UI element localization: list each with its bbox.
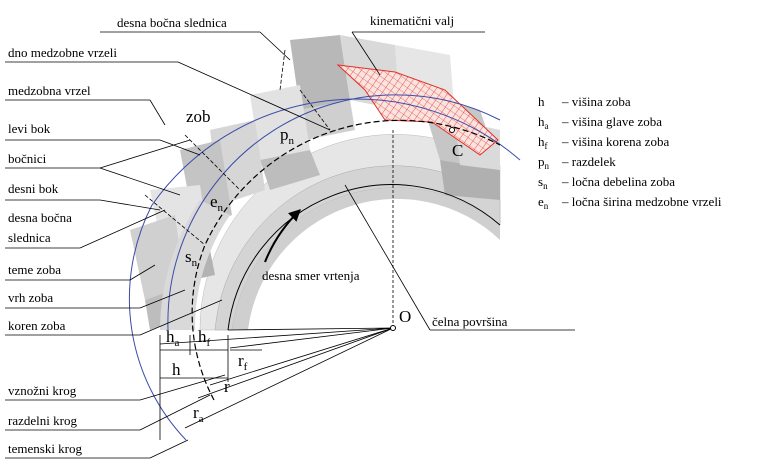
label-levi-bok: levi bok: [8, 121, 51, 136]
symbol-sn: sn: [185, 247, 198, 269]
symbol-ra: ra: [193, 403, 204, 425]
dimension-lines: [159, 335, 262, 440]
label-vrh-zoba: vrh zoba: [8, 290, 53, 305]
legend-symbol: h: [538, 94, 545, 109]
symbol-en: en: [210, 192, 224, 214]
point-c: [449, 127, 455, 133]
symbol-o: O: [399, 307, 411, 326]
kinematic-cylinder-hatch: [336, 64, 499, 156]
legend-text: – ločna širina medzobne vrzeli: [561, 194, 722, 209]
label-bocnici: bočnici: [8, 151, 47, 166]
label-desna-smer-vrtenja: desna smer vrtenja: [262, 268, 360, 283]
label-desna-bocna-slednica-top: desna bočna slednica: [117, 15, 227, 30]
tooth-outlines: [144, 49, 331, 246]
label-desna-bocna-1: desna bočna: [8, 210, 72, 225]
circles: [128, 94, 521, 441]
label-razdelni-krog: razdelni krog: [8, 413, 77, 428]
legend-text: – razdelek: [561, 154, 616, 169]
pitch-circle: [191, 119, 501, 401]
legend-symbol: hf: [538, 134, 548, 151]
label-temenski-krog: temenski krog: [8, 441, 83, 456]
label-desna-bocna-2: slednica: [8, 230, 51, 245]
symbol-h: h: [172, 360, 181, 379]
label-dno-medzobne-vrzeli: dno medzobne vrzeli: [8, 45, 117, 60]
legend-text: – ločna debelina zoba: [561, 174, 675, 189]
legend-symbol: pn: [538, 154, 550, 171]
legend-symbol: sn: [538, 174, 548, 191]
label-zob: zob: [186, 107, 211, 126]
label-teme-zoba: teme zoba: [8, 262, 61, 277]
radius-lines: [159, 130, 394, 429]
symbol-ha: ha: [166, 327, 180, 349]
legend: h – višina zoba ha – višina glave zoba hf – v…: [538, 94, 722, 211]
symbol-pn: pn: [280, 125, 295, 147]
label-vznozni-krog: vznožni krog: [8, 383, 77, 398]
legend-text: – višina glave zoba: [561, 114, 662, 129]
legend-symbol: en: [538, 194, 549, 211]
legend-text: – višina zoba: [561, 94, 631, 109]
label-kinematicni-valj: kinematični valj: [370, 13, 454, 28]
leader-lines: [5, 31, 575, 459]
legend-text: – višina korena zoba: [561, 134, 669, 149]
label-celna-povrsina: čelna površina: [432, 314, 508, 329]
label-koren-zoba: koren zoba: [8, 318, 66, 333]
rotation-arrow: [264, 209, 301, 263]
label-desni-bok: desni bok: [8, 181, 59, 196]
symbol-hf: hf: [198, 327, 211, 349]
label-medzobna-vrzel: medzobna vrzel: [8, 83, 91, 98]
root-circle: [227, 184, 501, 331]
symbol-rf: rf: [238, 351, 248, 373]
symbol-c: C: [452, 141, 463, 160]
legend-symbol: ha: [538, 114, 549, 131]
symbol-r: r: [224, 377, 230, 396]
center-point: [390, 325, 396, 331]
